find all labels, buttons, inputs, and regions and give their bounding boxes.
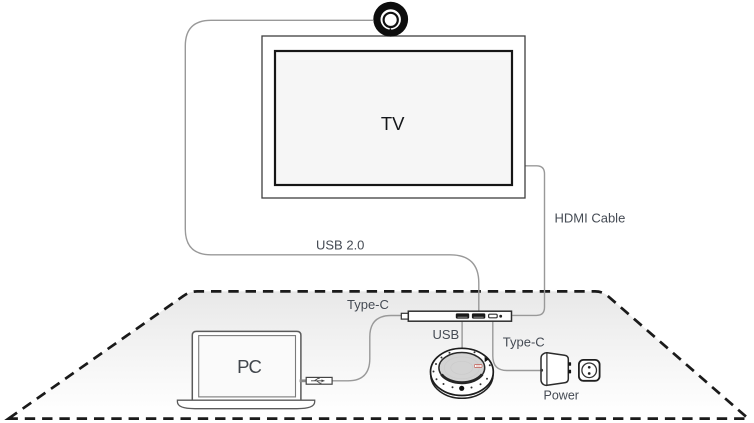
svg-text:Type-C: Type-C xyxy=(503,334,545,349)
svg-text:TV: TV xyxy=(381,113,405,134)
svg-text:USB 2.0: USB 2.0 xyxy=(316,238,364,253)
svg-text:Type-C: Type-C xyxy=(347,297,389,312)
svg-text:PC: PC xyxy=(237,356,261,377)
svg-text:HDMI Cable: HDMI Cable xyxy=(555,211,626,226)
svg-text:USB: USB xyxy=(433,327,460,342)
svg-text:Power: Power xyxy=(544,388,579,402)
